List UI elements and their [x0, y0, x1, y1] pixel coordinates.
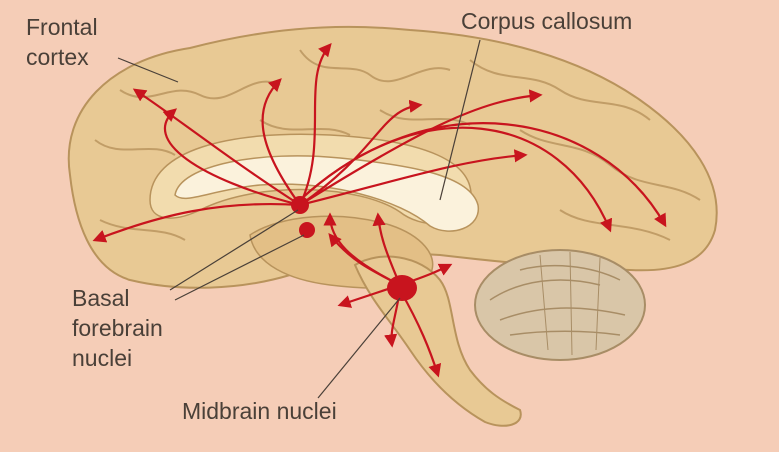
pathway-3 — [132, 88, 301, 206]
gyri — [94, 49, 701, 241]
frontal-cortex-label: Frontal cortex — [26, 12, 98, 72]
basal-forebrain-nuclei-label: Basal forebrain nuclei — [72, 283, 163, 373]
basal-label-line-1: Basal — [72, 285, 130, 311]
nuclei — [291, 196, 417, 301]
pathway-1 — [92, 202, 301, 243]
corpus-callosum-label: Corpus callosum — [461, 6, 632, 36]
pathway-2 — [162, 108, 301, 207]
pathway-8 — [299, 89, 543, 206]
pathways — [92, 42, 667, 378]
leader-basal-2 — [174, 234, 305, 301]
frontal-cortex-label-line-1: Frontal — [26, 14, 98, 40]
leader-frontal — [117, 57, 179, 83]
frontal-cortex-label-line-2: cortex — [26, 44, 89, 70]
pathway-6 — [299, 99, 423, 206]
pathway-10 — [299, 122, 667, 228]
corpus-callosum-shape — [174, 155, 479, 232]
midbrain-nucleus — [387, 275, 417, 301]
midbrain-nuclei-label-text: Midbrain nuclei — [182, 398, 337, 424]
basal-label-line-3: nuclei — [72, 345, 133, 371]
basal-forebrain-nucleus-1 — [291, 196, 309, 214]
midbrain-nuclei-label: Midbrain nuclei — [182, 396, 337, 426]
cerebellum — [474, 249, 646, 361]
leader-corpus — [439, 39, 481, 201]
pathway-5 — [299, 42, 332, 206]
pathway-12 — [372, 212, 402, 286]
leader-lines — [117, 39, 481, 399]
leader-midbrain — [317, 297, 401, 399]
pathway-7 — [299, 149, 528, 207]
corpus-callosum-label-text: Corpus callosum — [461, 8, 633, 34]
pathway-4 — [261, 78, 301, 206]
basal-forebrain-nucleus-2 — [299, 222, 315, 238]
leader-basal-1 — [169, 209, 299, 291]
basal-label-line-2: forebrain — [72, 315, 163, 341]
